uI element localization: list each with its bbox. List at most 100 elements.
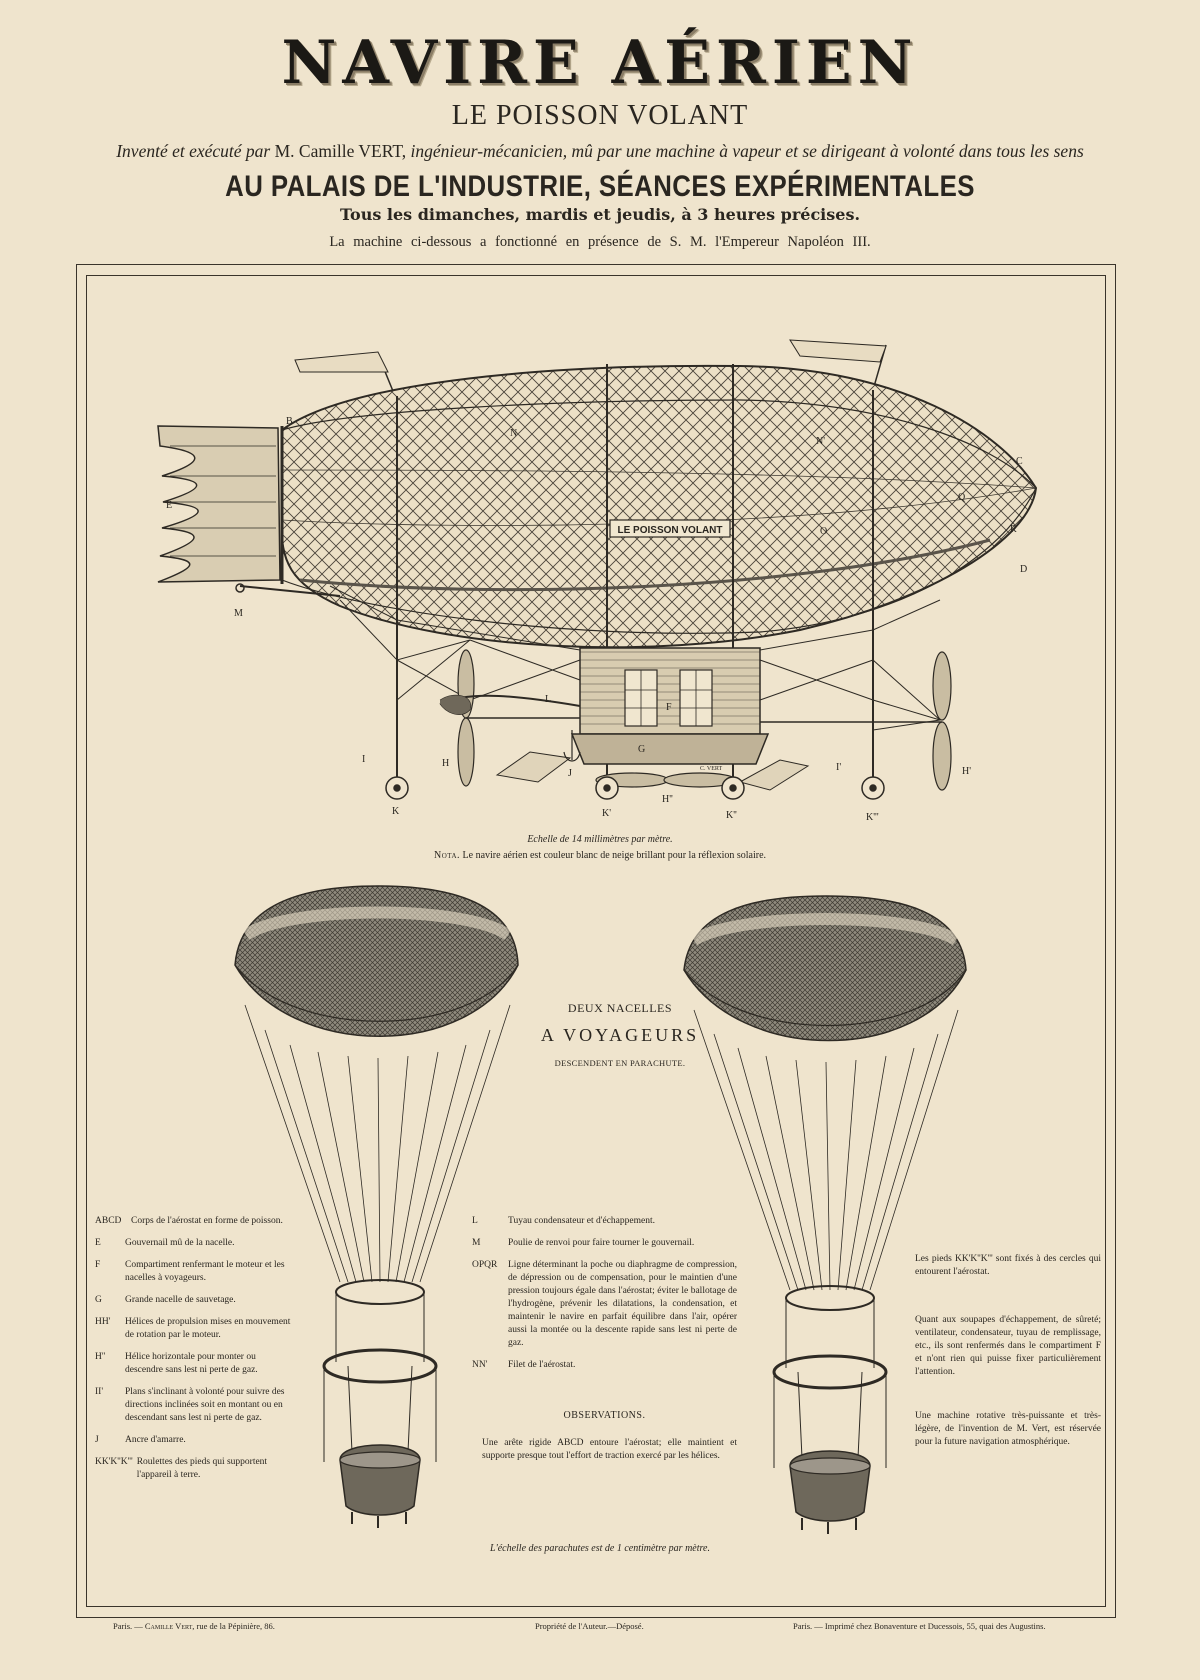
poster-subtitle: LE POISSON VOLANT [451,100,749,131]
right-note-2: Quant aux soupapes d'échappement, de sûr… [915,1315,1101,1377]
legend-text: Poulie de renvoi pour faire tourner le g… [508,1238,695,1248]
poster-title: NAVIRE AÉRIEN [281,28,919,98]
legend-key: M [472,1238,481,1248]
label-K2: K' [602,808,611,819]
legend-row: II' Plans s'inclinant à volonté pour suiv… [95,1386,295,1425]
label-K: K [392,806,400,817]
legend-text: Tuyau condensateur et d'échappement. [508,1216,655,1226]
label-C: C [1016,456,1023,467]
airship-scale-caption: Echelle de 14 millimètres par mètre. [527,834,673,845]
legend-key: F [95,1260,101,1270]
legend-key: NN' [472,1360,488,1370]
label-J: J [568,768,572,779]
rudder [157,425,284,584]
legend-key: H'' [95,1352,106,1362]
observations-title: OBSERVATIONS. [563,1410,646,1421]
session-days: Tous les dimanches, mardis et jeudis, à … [339,205,861,224]
legend-text: Hélice horizontale pour monter ou descen… [125,1352,258,1375]
parachute-scale-caption: L'échelle des parachutes est de 1 centim… [490,1543,710,1554]
footer-right: Paris. — Imprimé chez Bonaventure et Duc… [793,1621,1046,1631]
legend-row: KK'K''K'''Roulettes des pieds qui suppor… [95,1456,295,1482]
label-Q: Q [958,492,966,503]
label-F: F [666,702,672,713]
legend-text: Ancre d'amarre. [125,1435,186,1445]
parachute-right [683,895,967,1534]
inventor-post: ingénieur-mécanicien, mû par une machine… [410,141,1084,161]
label-D: D [1020,564,1027,575]
legend-row: HH' Hélices de propulsion mises en mouvem… [95,1316,295,1342]
label-H3: H'' [662,794,673,805]
inventor-line: Inventé et exécuté par M. Camille VERT, … [60,141,1140,162]
label-E: E [166,500,172,511]
label-vert: C. VERT [700,766,723,772]
legend-text: Compartiment renfermant le moteur et les… [125,1260,285,1283]
airship-drawing [157,339,1038,800]
legend-row: F Compartiment renfermant le moteur et le… [95,1259,295,1285]
legend-key: II' [95,1387,104,1397]
outer-frame [76,264,1116,1618]
airship-name-plate: LE POISSON VOLANT [617,525,722,536]
label-O: O [820,526,827,537]
legend-key: HH' [95,1317,111,1327]
label-R: R [1010,524,1017,535]
label-K3: K'' [726,810,737,821]
parachute-heading-3: DESCENDENT EN PARACHUTE. [554,1058,686,1068]
rear-flag [294,351,396,397]
right-note-1: Les pieds KK'K''K''' sont fixés à des ce… [915,1254,1101,1277]
footer-left-post: rue de la Pépinière, 86. [196,1621,275,1631]
observations-text: Une arête rigide ABCD entoure l'aérostat… [482,1438,737,1461]
legend-row: NN' Filet de l'aérostat. [472,1359,737,1372]
label-H2: H' [962,766,971,777]
legend-text: Ligne déterminant la poche ou diaphragme… [508,1260,737,1348]
nota-text: Le navire aérien est couleur blanc de ne… [462,850,767,861]
legend-row: G Grande nacelle de sauvetage. [95,1294,295,1307]
wheels [385,776,885,800]
legend-text: Grande nacelle de sauvetage. [125,1295,236,1305]
label-G: G [638,744,645,755]
legend-middle: L Tuyau condensateur et d'échappement. M P… [472,1215,737,1381]
legend-key: J [95,1435,99,1445]
gondola [570,647,770,765]
label-N2: N' [816,436,825,447]
legend-row: M Poulie de renvoi pour faire tourner le … [472,1237,737,1250]
legend-row: H'' Hélice horizontale pour monter ou des… [95,1351,295,1377]
legend-text: Plans s'inclinant à volonté pour suivre … [125,1387,285,1423]
parachute-heading-2: A VOYAGEURS [540,1025,700,1045]
nota-caption: Nota. Le navire aérien est couleur blanc… [0,850,1200,861]
legend-key: L [472,1216,478,1226]
legend-key: KK'K''K''' [95,1457,133,1467]
label-L: L [545,694,551,705]
footer-left: Paris. — Camille Vert, rue de la Pépiniè… [113,1621,275,1631]
legend-key: E [95,1238,101,1248]
label-N: N [510,428,517,439]
legend-text: Hélices de propulsion mises en mouvement… [125,1317,291,1340]
inventor-name: M. Camille VERT, [274,141,407,161]
front-flag [789,339,887,391]
legend-text: Corps de l'aérostat en forme de poisson. [131,1216,283,1226]
footer-center: Propriété de l'Auteur.—Déposé. [535,1621,644,1631]
parachute-left [234,885,519,1528]
inventor-pre: Inventé et exécuté par [116,141,271,161]
hull [280,364,1038,649]
legend-text: Roulettes des pieds qui supportent l'app… [136,1457,268,1480]
footer-left-name: Camille Vert, [144,1621,195,1631]
nota-label: Nota. [433,850,461,861]
label-M: M [234,608,243,619]
propeller-left [457,649,580,787]
footer-left-pre: Paris. — [113,1621,143,1631]
propeller-right [760,651,952,791]
label-H: H [442,758,449,769]
legend-text: Filet de l'aérostat. [508,1360,576,1370]
legend-key: G [95,1295,102,1305]
legend-row: J Ancre d'amarre. [95,1434,295,1447]
inner-frame [86,275,1106,1607]
legend-row: L Tuyau condensateur et d'échappement. [472,1215,737,1228]
presence-note: La machine ci-dessous a fonctionné en pr… [329,234,871,250]
parachute-heading-1: DEUX NACELLES [567,1001,673,1015]
